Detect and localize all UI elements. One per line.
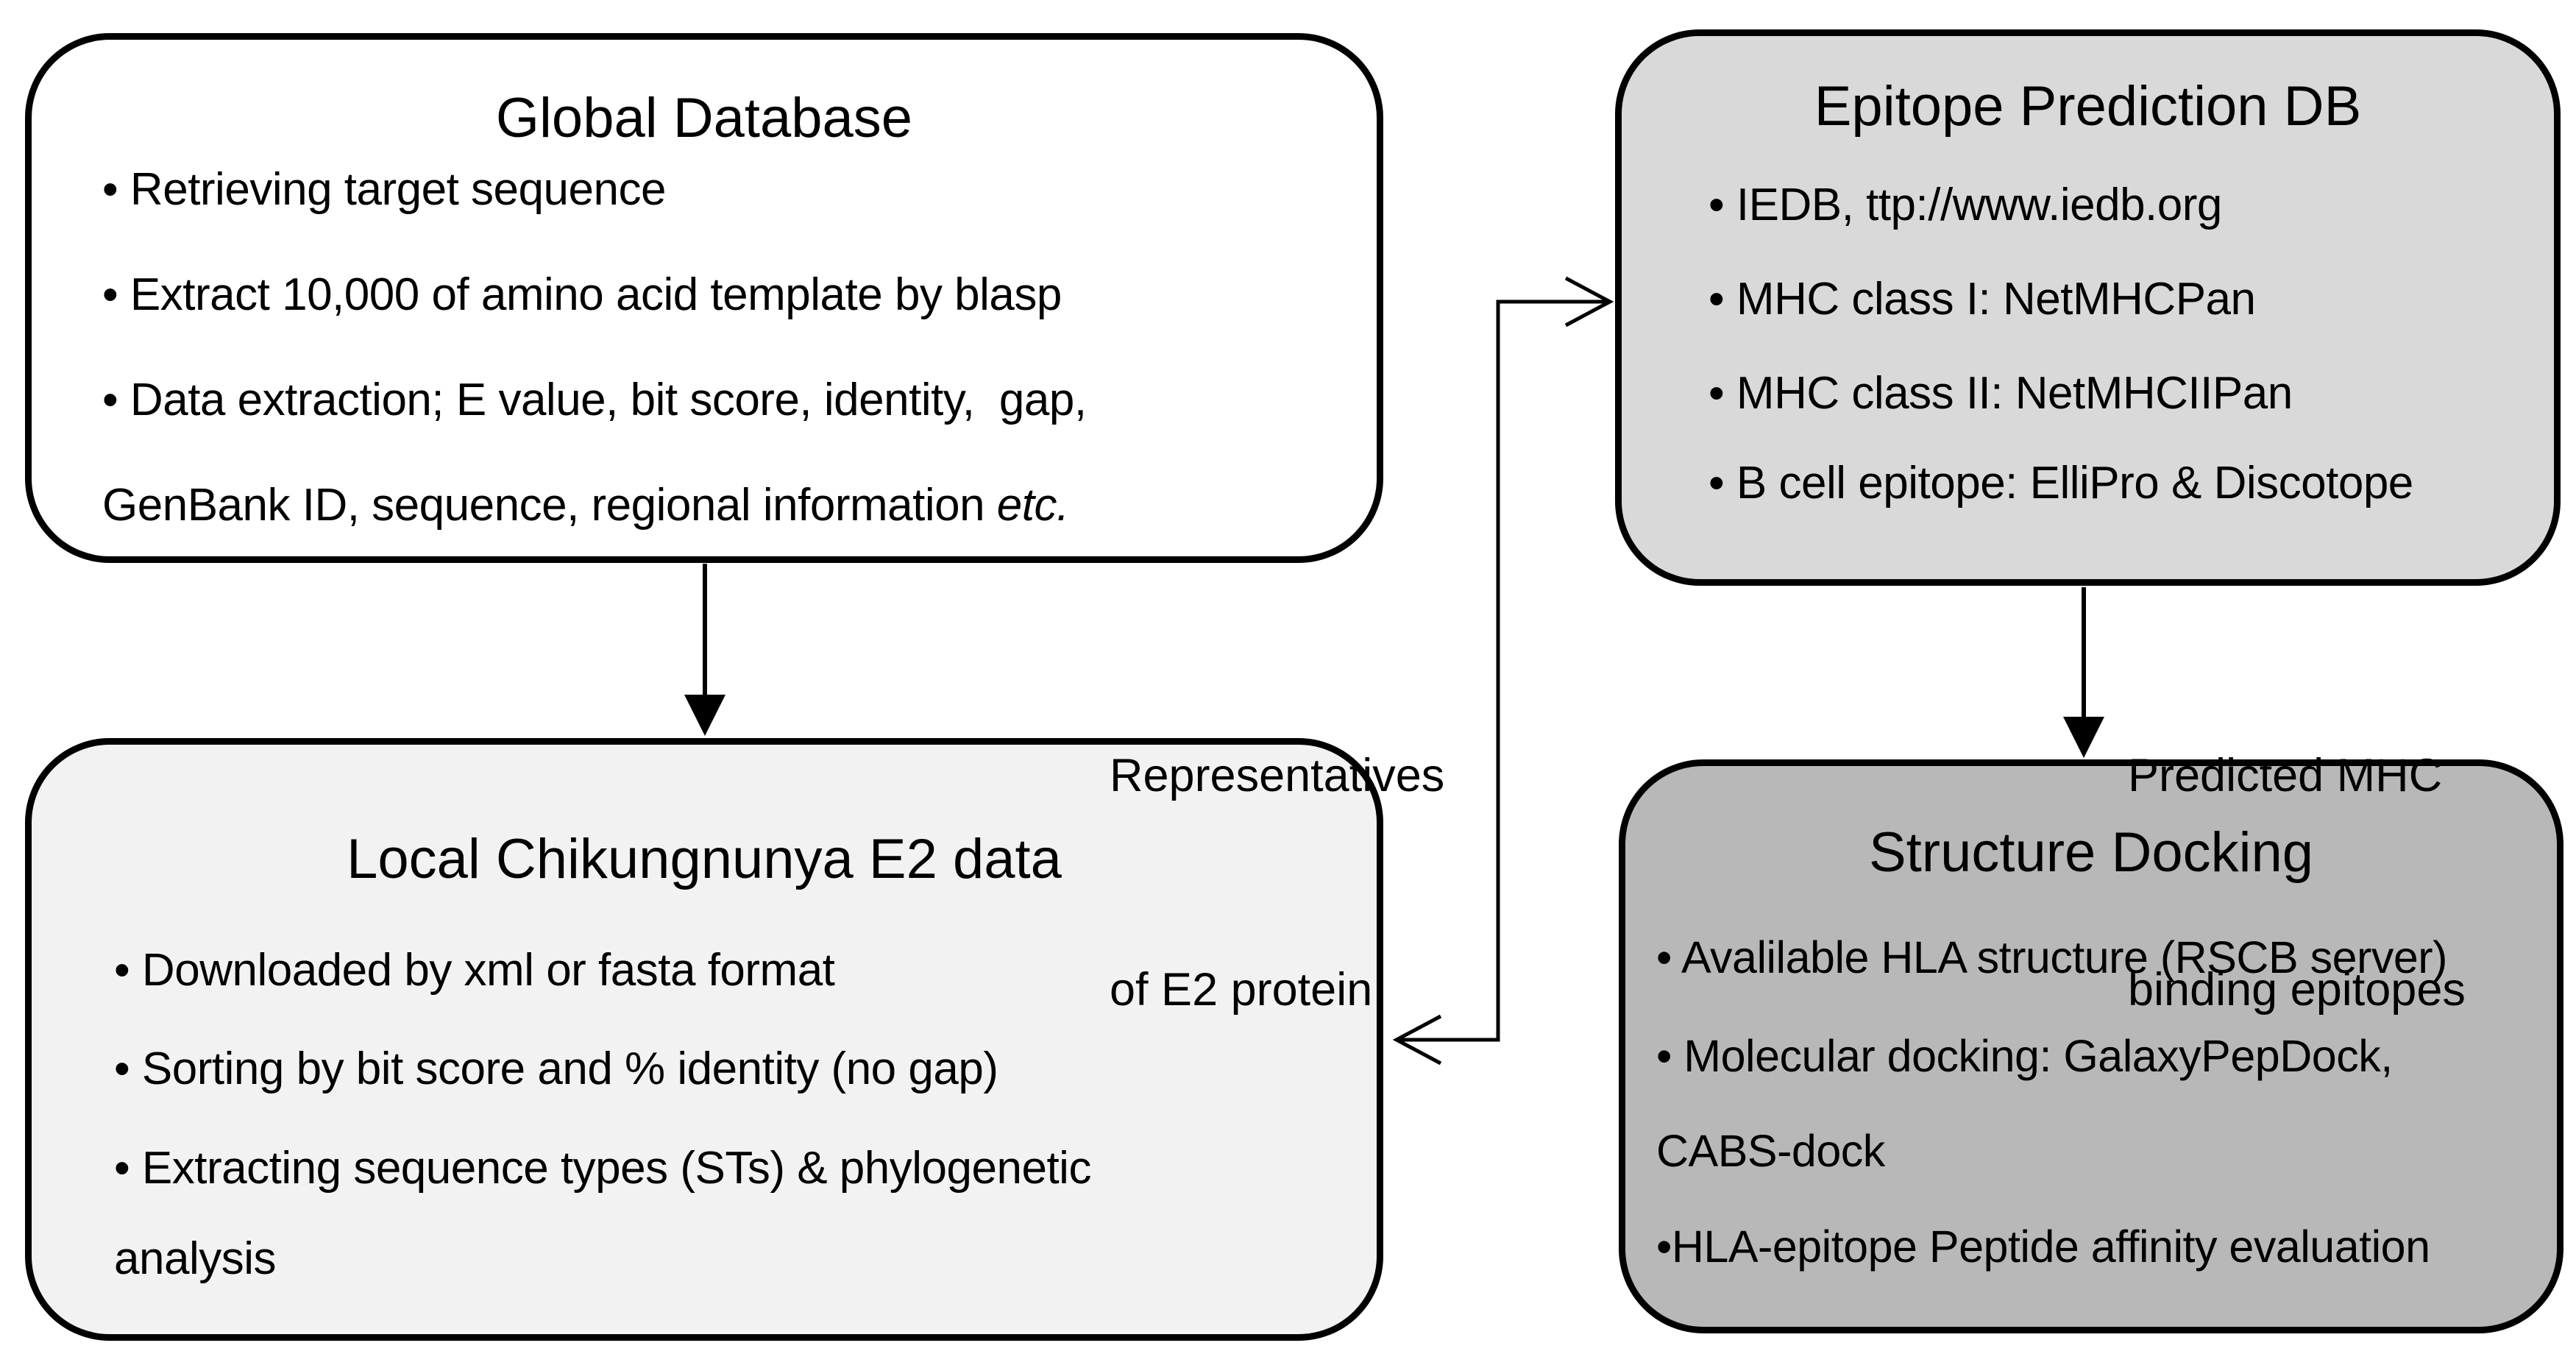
bullet-line: •HLA-epitope Peptide affinity evaluation: [1656, 1222, 2430, 1272]
epitope-prediction-title: Epitope Prediction DB: [1814, 75, 2362, 138]
bullet-line: • Extract 10,000 of amino acid template …: [102, 269, 1062, 320]
bullet-line: • Avalilable HLA structure (RSCB server): [1656, 932, 2447, 982]
representatives-label-line1: Representatives: [1110, 750, 1445, 801]
arrowhead-down-icon: [2063, 717, 2104, 758]
bullet-line: • Data extraction; E value, bit score, i…: [102, 375, 1087, 425]
bullet-line: • IEDB, ttp://www.iedb.org: [1709, 180, 2222, 230]
bullet-line: • Downloaded by xml or fasta format: [114, 945, 835, 996]
representatives-label-line2: of E2 protein: [1110, 964, 1373, 1016]
bullet-line: • Sorting by bit score and % identity (n…: [114, 1043, 998, 1094]
arrowhead-right-icon: [1564, 276, 1614, 327]
bullet-line: • MHC class I: NetMHCPan: [1709, 274, 2256, 325]
bullet-line-continuation: CABS-dock: [1656, 1126, 1885, 1176]
bullet-line: • Molecular docking: GalaxyPepDock,: [1656, 1031, 2393, 1081]
local-e2-data-box: Local Chikungnunya E2 data • Downloaded …: [25, 738, 1383, 1341]
bullet-line: • Extracting sequence types (STs) & phyl…: [114, 1143, 1091, 1194]
structure-docking-box: Structure Docking • Avalilable HLA struc…: [1619, 759, 2563, 1333]
predicted-mhc-label-line2: binding epitopes: [2128, 964, 2466, 1016]
bullet-line: • MHC class II: NetMHCIIPan: [1709, 368, 2293, 419]
structure-docking-title: Structure Docking: [1868, 821, 2314, 884]
arrow-epitope-to-docking: [2063, 587, 2104, 758]
bullet-line-continuation: analysis: [114, 1233, 277, 1284]
local-e2-data-title: Local Chikungnunya E2 data: [347, 828, 1062, 890]
bullet-line: • Retrieving target sequence: [102, 164, 666, 215]
bullet-line-continuation: GenBank ID, sequence, regional informati…: [102, 475, 1069, 536]
epitope-prediction-box: Epitope Prediction DB • IEDB, ttp://www.…: [1615, 29, 2561, 586]
arrow-global-to-local: [684, 564, 725, 736]
representatives-label: Representatives of E2 protein: [1110, 598, 1444, 1169]
arrowhead-down-icon: [684, 695, 725, 736]
line-text-italic: etc.: [996, 480, 1069, 531]
global-database-title: Global Database: [495, 87, 913, 149]
bullet-line: • B cell epitope: ElliPro & Discotope: [1709, 458, 2413, 508]
predicted-mhc-label-line1: Predicted MHC: [2128, 750, 2443, 801]
line-text: GenBank ID, sequence, regional informati…: [102, 480, 997, 531]
global-database-box: Global Database • Retrieving target sequ…: [25, 33, 1383, 563]
predicted-mhc-label: Predicted MHC binding epitopes: [2128, 598, 2466, 1169]
